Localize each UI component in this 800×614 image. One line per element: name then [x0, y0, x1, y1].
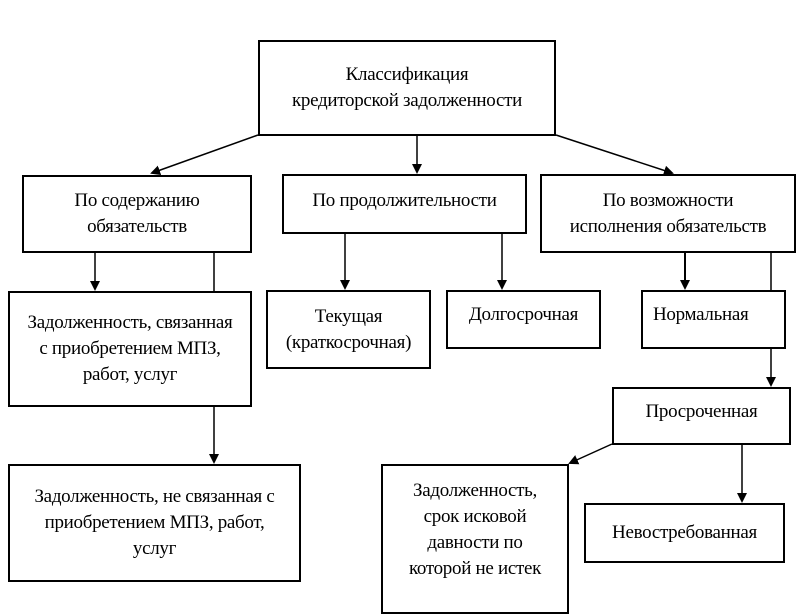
node-related-debt-label: Задолженность, связанная с приобретением… — [27, 312, 233, 385]
node-normal-label: Нормальная — [653, 304, 749, 325]
edge-overdue-notexpired — [568, 443, 613, 465]
category-by-execution-label: По возможности исполнения обязательств — [569, 189, 767, 237]
node-related-debt: Задолженность, связанная с приобретением… — [8, 291, 252, 407]
root-node: Классификация кредиторской задолженности — [258, 40, 556, 136]
category-by-duration-label: По продолжительности — [312, 190, 497, 211]
node-long-term-label: Долгосрочная — [468, 304, 579, 325]
node-not-expired-label: Задолженность, срок исковой давности по … — [408, 480, 542, 579]
category-by-execution: По возможности исполнения обязательств — [540, 174, 796, 253]
node-current-label: Текущая (краткосрочная) — [285, 305, 412, 353]
node-overdue-label: Просроченная — [645, 401, 758, 422]
node-unrelated-debt-label: Задолженность, не связанная с приобретен… — [34, 486, 275, 559]
node-long-term: Долгосрочная — [446, 290, 601, 349]
node-normal: Нормальная — [641, 290, 786, 349]
node-not-expired: Задолженность, срок исковой давности по … — [381, 464, 569, 614]
edge-root-by-content — [150, 134, 259, 176]
node-overdue: Просроченная — [612, 387, 791, 445]
node-unclaimed-label: Невостребованная — [612, 522, 757, 543]
node-unclaimed: Невостребованная — [584, 503, 785, 563]
connector-lines — [90, 134, 776, 503]
category-by-content-label: По содержанию обязательств — [74, 190, 200, 237]
node-current: Текущая (краткосрочная) — [266, 290, 431, 369]
edge-root-by-execution — [555, 134, 674, 176]
category-by-content: По содержанию обязательств — [22, 175, 252, 253]
root-label: Классификация кредиторской задолженности — [292, 64, 522, 111]
node-unrelated-debt: Задолженность, не связанная с приобретен… — [8, 464, 301, 582]
category-by-duration: По продолжительности — [282, 174, 527, 234]
